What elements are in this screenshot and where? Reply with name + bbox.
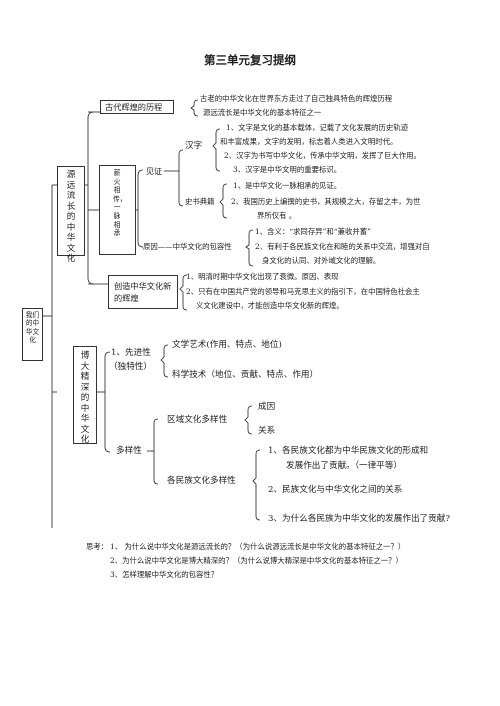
ethnic-item-1: 1、各民族文化都为中华民族文化的形成和 <box>268 446 429 456</box>
ethnic-item-3: 2、民族文化与中华文化之间的关系 <box>268 485 403 495</box>
glorious-box-label: 古代辉煌的历程 <box>105 102 163 112</box>
new-glory-line-1: 1、明清时期中华文化出现了衰微。原因、表现 <box>186 272 339 281</box>
new-glory-box: 创造中华文化新的辉煌 <box>108 275 178 309</box>
new-glory-line-3: 义文化建设中，才能创造中华文化新的辉煌。 <box>196 301 344 310</box>
thinking-prefix: 思考： <box>86 542 109 551</box>
section1-box: 源远流长的中华文化 <box>57 166 85 264</box>
ethnic-item-2: 发展作出了贡献。（一律平等） <box>286 461 403 471</box>
glorious-box: 古代辉煌的历程 <box>100 100 174 114</box>
books-line-3: 界所仅有 。 <box>257 211 297 220</box>
glorious-line-1: 古老的中华文化在世界东方走过了自己独具特色的辉煌历程 <box>200 94 393 103</box>
section1-box-label: 源远流长的中华文化 <box>66 170 76 264</box>
witness-label: 见证 <box>146 167 162 176</box>
hanzi-line-3: 2、汉字为书写中华文化，传承中华文明，发挥了巨大作用。 <box>224 151 421 160</box>
new-glory-line-2: 2、只有在中国共产党的领导和马克思主义的指引下，在中国特色社会主 <box>186 287 420 296</box>
page-title: 第三单元复习提纲 <box>204 53 296 67</box>
advanced-label-2: （独特性） <box>109 362 152 372</box>
root-box-label: 我们的中华文化 <box>25 311 40 345</box>
diversity-label: 多样性 <box>116 446 142 456</box>
hanzi-line-2: 和丰富成果，文字的发明，标志着人类进入文明时代。 <box>220 137 398 146</box>
regional-label: 区域文化多样性 <box>167 415 228 425</box>
advanced-item-2: 科学技术（地位、贡献、特点、作用） <box>172 370 319 380</box>
new-glory-box-label: 创造中华文化新的辉煌 <box>114 281 172 303</box>
section2-box-label: 博大精深的中华文化 <box>80 351 90 445</box>
ethnic-item-4: 3、为什么各民族为中华文化的发展作出了贡献? <box>268 514 450 524</box>
books-line-1: 1、是中华文化一脉相承的见证。 <box>233 181 342 190</box>
advanced-label-1: 1、先进性 <box>111 348 151 358</box>
inherit-box: 薪火相传，一脉相承 <box>99 165 136 255</box>
inherit-box-label: 薪火相传，一脉相承 <box>113 169 127 238</box>
thinking-item-3: 3、怎样理解中华文化的包容性？ <box>110 570 219 579</box>
reason-label: 原因——中华文化的包容性 <box>143 242 232 251</box>
hanzi-line-1: 1、文字是文化的基本载体，记载了文化发展的历史轨迹 <box>226 123 409 132</box>
ethnic-label: 各民族文化多样性 <box>167 476 236 486</box>
section2-box: 博大精深的中华文化 <box>73 346 97 445</box>
glorious-line-2: 源远流长是中华文化的基本特征之一 <box>203 108 322 117</box>
thinking-item-1: 1、 为什么说中华文化是源远流长的？（为什么说源远流长是中华文化的基本特征之一？… <box>110 542 406 551</box>
reason-line-2: 2、有利于各民族文化在和睦的关系中交流，增强对自 <box>255 242 430 251</box>
hanzi-line-4: 3、汉字是中华文明的重要标识。 <box>233 165 342 174</box>
regional-item-2: 关系 <box>258 426 276 436</box>
reason-line-3: 身文化的认同、对外域文化的理解。 <box>262 256 381 265</box>
regional-item-1: 成因 <box>258 402 276 412</box>
books-line-2: 2、我国历史上编撰的史书，其规模之大，存留之丰，为世 <box>231 197 421 206</box>
advanced-item-1: 文学艺术(作用、特点、地位) <box>172 340 282 350</box>
thinking-item-2: 2、为什么说中华文化是博大精深的？（为什么说博大精深是中华文化的基本特征之一？） <box>110 556 403 565</box>
hanzi-label: 汉字 <box>185 141 203 151</box>
books-label: 史书典籍 <box>185 197 215 206</box>
root-box: 我们的中华文化 <box>22 308 43 361</box>
reason-line-1: 1、含义：“求同存异”和“兼收并蓄” <box>255 227 371 236</box>
